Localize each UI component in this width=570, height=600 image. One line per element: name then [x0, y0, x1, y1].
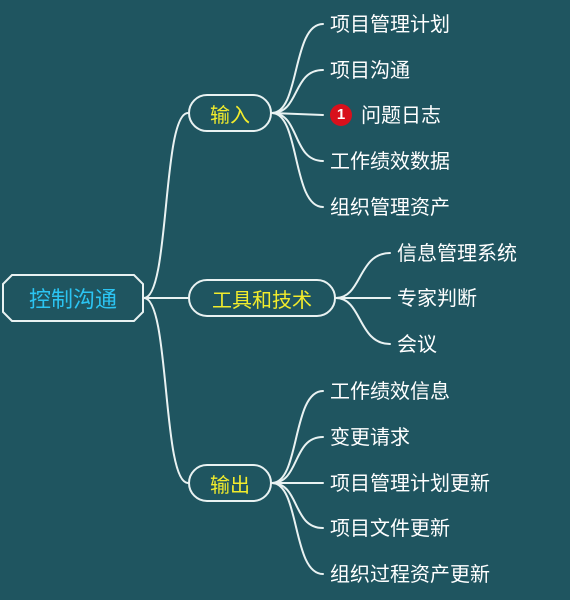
connector-tools-3: [335, 297, 391, 345]
priority-badge-icon: 1: [330, 104, 352, 126]
leaf-input-4[interactable]: 工作绩效数据: [330, 148, 450, 174]
leaf-label: 组织过程资产更新: [330, 562, 490, 586]
leaf-input-5[interactable]: 组织管理资产: [330, 194, 450, 220]
root-frame: [2, 274, 144, 322]
leaf-label: 专家判断: [397, 286, 477, 310]
leaf-label: 组织管理资产: [330, 195, 450, 219]
leaf-input-2[interactable]: 项目沟通: [330, 57, 410, 83]
leaf-label: 信息管理系统: [397, 241, 517, 265]
leaf-label: 项目文件更新: [330, 516, 450, 540]
branch-output[interactable]: 输出: [188, 464, 272, 502]
leaf-label: 项目管理计划更新: [330, 471, 490, 495]
connector-input-3: [271, 112, 324, 116]
branch-tools[interactable]: 工具和技术: [188, 279, 336, 317]
leaf-label: 项目沟通: [330, 58, 410, 82]
leaf-input-1[interactable]: 项目管理计划: [330, 11, 450, 37]
root-node[interactable]: 控制沟通: [2, 274, 144, 322]
connector-output-5: [271, 482, 324, 575]
connector-output-4: [271, 482, 324, 529]
leaf-output-1[interactable]: 工作绩效信息: [330, 378, 450, 404]
leaf-label: 会议: [397, 332, 437, 356]
connector-input-5: [271, 112, 324, 208]
connector-output-1: [271, 390, 324, 484]
connector-root-input: [143, 112, 189, 299]
leaf-output-4[interactable]: 项目文件更新: [330, 515, 450, 541]
leaf-label: 问题日志: [361, 103, 441, 127]
connector-root-output: [143, 297, 189, 484]
branch-tools-label: 工具和技术: [212, 287, 312, 312]
leaf-input-3[interactable]: 1 问题日志: [330, 102, 441, 128]
leaf-output-3[interactable]: 项目管理计划更新: [330, 470, 490, 496]
leaf-output-5[interactable]: 组织过程资产更新: [330, 561, 490, 587]
branch-input-label: 输入: [210, 102, 250, 127]
leaf-label: 项目管理计划: [330, 12, 450, 36]
connector-input-4: [271, 112, 324, 162]
root-label: 控制沟通: [28, 288, 117, 313]
leaf-output-2[interactable]: 变更请求: [330, 424, 410, 450]
connector-input-2: [271, 69, 324, 114]
connector-input-1: [271, 23, 324, 114]
branch-output-label: 输出: [210, 472, 250, 497]
leaf-tools-1[interactable]: 信息管理系统: [397, 240, 517, 266]
connector-output-2: [271, 436, 324, 484]
leaf-label: 工作绩效数据: [330, 149, 450, 173]
leaf-tools-3[interactable]: 会议: [397, 331, 437, 357]
connector-tools-1: [335, 252, 391, 299]
leaf-label: 变更请求: [330, 425, 410, 449]
leaf-tools-2[interactable]: 专家判断: [397, 285, 477, 311]
leaf-label: 工作绩效信息: [330, 379, 450, 403]
branch-input[interactable]: 输入: [188, 94, 272, 132]
